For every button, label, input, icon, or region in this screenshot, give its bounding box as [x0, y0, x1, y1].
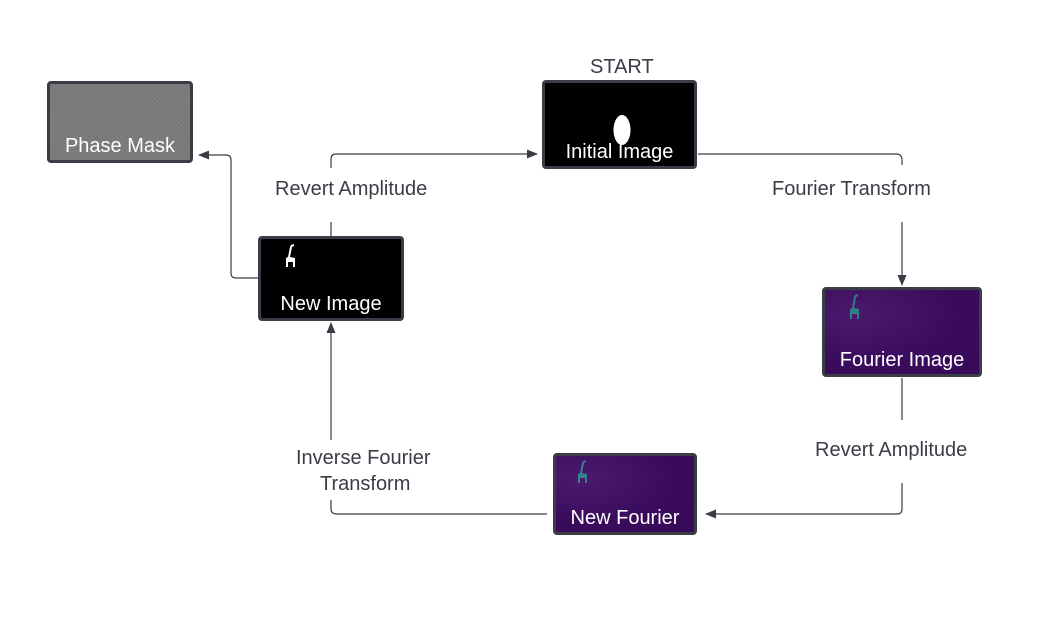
giraffe-icon — [850, 294, 859, 319]
edge-label-revert-amplitude-right: Revert Amplitude — [815, 439, 968, 461]
giraffe-icon — [286, 244, 295, 267]
start-label: START — [590, 56, 654, 78]
edge-label-inverse-fourier-line1: Inverse Fourier — [296, 447, 431, 469]
edge-new-image-to-initial-image-upper — [330, 149, 538, 168]
new-fourier-node[interactable]: New Fourier — [553, 453, 697, 535]
edge-new-fourier-to-new-image-lower — [330, 500, 547, 515]
edge-label-revert-amplitude-top: Revert Amplitude — [275, 178, 428, 200]
fourier-image-node[interactable]: Fourier Image — [822, 287, 982, 377]
edge-new-image-to-phase-mask — [198, 150, 258, 279]
fourier-image-label: Fourier Image — [839, 349, 965, 371]
edge-initial-to-fourier-upper — [698, 153, 903, 165]
edge-fourier-to-new-fourier-lower — [705, 483, 903, 519]
new-image-label: New Image — [280, 293, 382, 315]
initial-image-label: Initial Image — [565, 141, 674, 163]
new-fourier-label: New Fourier — [570, 507, 680, 529]
white-blob-icon — [613, 115, 631, 145]
phase-mask-node[interactable]: Phase Mask — [47, 81, 193, 163]
edge-label-fourier-transform: Fourier Transform — [772, 178, 931, 200]
initial-image-node[interactable]: Initial Image — [542, 80, 697, 169]
giraffe-icon — [578, 460, 587, 483]
edge-label-inverse-fourier-line2: Transform — [320, 473, 411, 495]
phase-mask-label: Phase Mask — [64, 135, 176, 157]
new-image-node[interactable]: New Image — [258, 236, 404, 321]
